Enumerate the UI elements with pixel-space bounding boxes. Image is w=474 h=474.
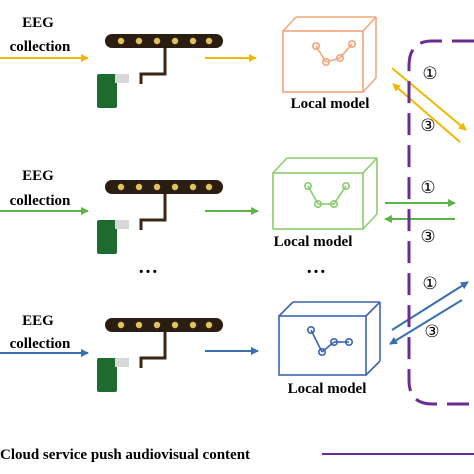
ellipsis: … [138,256,158,278]
step-number-upload: ① [422,274,437,294]
network-icon [311,39,356,66]
electrode [205,321,213,329]
eeg-label-line1: EEG [22,168,54,184]
electrode [171,37,179,45]
electrode [205,37,213,45]
local-model-label: Local model [288,381,367,397]
circuit-board [97,358,117,392]
footer-caption: Cloud service push audiovisual content [0,447,250,463]
electrode [189,321,197,329]
download-arrow [389,299,463,345]
network-icon [306,325,353,356]
electrode [171,321,179,329]
flex-cable [139,48,167,84]
electrode [135,183,143,191]
row-0: EEG collection [0,15,467,143]
eeg-label-line1: EEG [22,313,54,329]
electrode [117,37,125,45]
row-1: EEG collection [0,157,456,254]
local-model-box [272,157,378,230]
eeg-label-line2: collection [10,336,71,352]
electrode [153,183,161,191]
flex-cable [139,194,167,230]
electrode [153,321,161,329]
electrode-strip [105,180,223,194]
eeg-label-line1: EEG [22,15,54,31]
eeg-headband-device [97,318,223,392]
electrode [205,183,213,191]
eeg-label-line2: collection [10,193,71,209]
eeg-headband-device [97,180,223,254]
electrode [153,37,161,45]
step-number-upload: ① [422,64,437,84]
step-number-download: ③ [420,116,435,136]
connector [115,220,129,229]
electrode [171,183,179,191]
row-2: EEG collection [0,274,469,397]
upload-arrow [391,67,467,131]
electrode [135,321,143,329]
network-icon [303,182,350,209]
download-arrow [392,83,461,143]
step-number-download: ③ [424,322,439,342]
electrode [189,183,197,191]
local-model-label: Local model [291,96,370,112]
upload-arrow [391,281,469,331]
ellipsis: … [306,256,326,278]
step-number-download: ③ [420,227,435,247]
local-model-label: Local model [274,234,353,250]
electrode [189,37,197,45]
local-model-box [282,16,377,93]
electrode [117,183,125,191]
electrode [135,37,143,45]
connector [115,74,129,83]
step-number-upload: ① [420,178,435,198]
cloud-server-boundary [407,39,474,406]
electrode-strip [105,34,223,48]
connector [115,358,129,367]
circuit-board [97,74,117,108]
eeg-label-line2: collection [10,39,71,55]
flex-cable [139,332,167,368]
electrode-strip [105,318,223,332]
local-model-box [278,301,381,376]
electrode [117,321,125,329]
circuit-board [97,220,117,254]
eeg-headband-device [97,34,223,108]
